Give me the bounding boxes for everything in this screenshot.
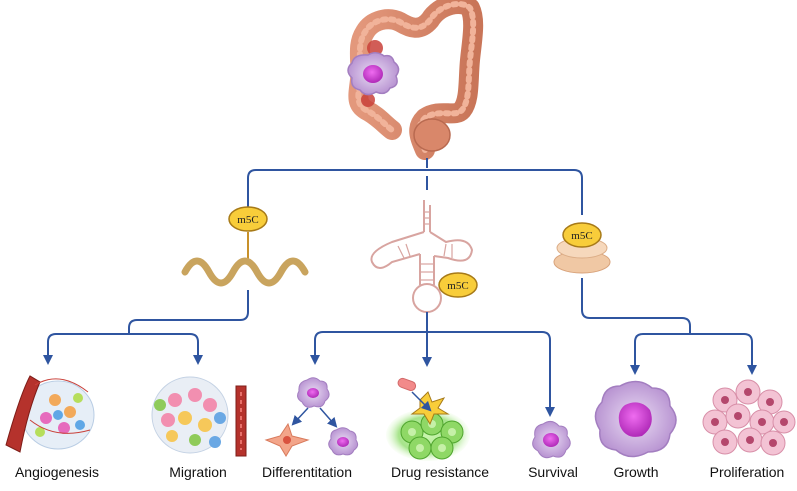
proliferation-icon bbox=[702, 379, 796, 456]
label-survival: Survival bbox=[528, 464, 578, 480]
differentiation-icon bbox=[264, 377, 359, 457]
drug-resistance-icon bbox=[386, 391, 470, 461]
pill-icon bbox=[397, 377, 417, 392]
angiogenesis-icon bbox=[5, 375, 95, 453]
label-proliferation: Proliferation bbox=[709, 464, 785, 480]
colon-icon bbox=[348, 0, 484, 160]
top-connectors bbox=[247, 158, 583, 215]
branch-connectors bbox=[43, 278, 757, 417]
survival-icon bbox=[532, 420, 571, 459]
m5c-badge-ribosome: m5C bbox=[562, 222, 602, 248]
label-angiogenesis: Angiogenesis bbox=[14, 464, 100, 480]
label-migration: Migration bbox=[169, 464, 227, 480]
tumor-icon bbox=[347, 52, 400, 96]
growth-icon bbox=[594, 380, 677, 458]
label-drug-resistance: Drug resistance bbox=[390, 464, 490, 480]
label-differentiation: Differentitation bbox=[261, 464, 352, 480]
label-growth: Growth bbox=[613, 464, 659, 480]
svg-text:m5C: m5C bbox=[571, 230, 592, 242]
mrna-icon bbox=[181, 232, 309, 287]
m5c-badge-mrna: m5C bbox=[228, 206, 268, 232]
m5c-badge-trna: m5C bbox=[438, 272, 478, 298]
svg-text:m5C: m5C bbox=[447, 280, 468, 292]
svg-text:m5C: m5C bbox=[237, 214, 258, 226]
migration-icon bbox=[151, 376, 247, 457]
